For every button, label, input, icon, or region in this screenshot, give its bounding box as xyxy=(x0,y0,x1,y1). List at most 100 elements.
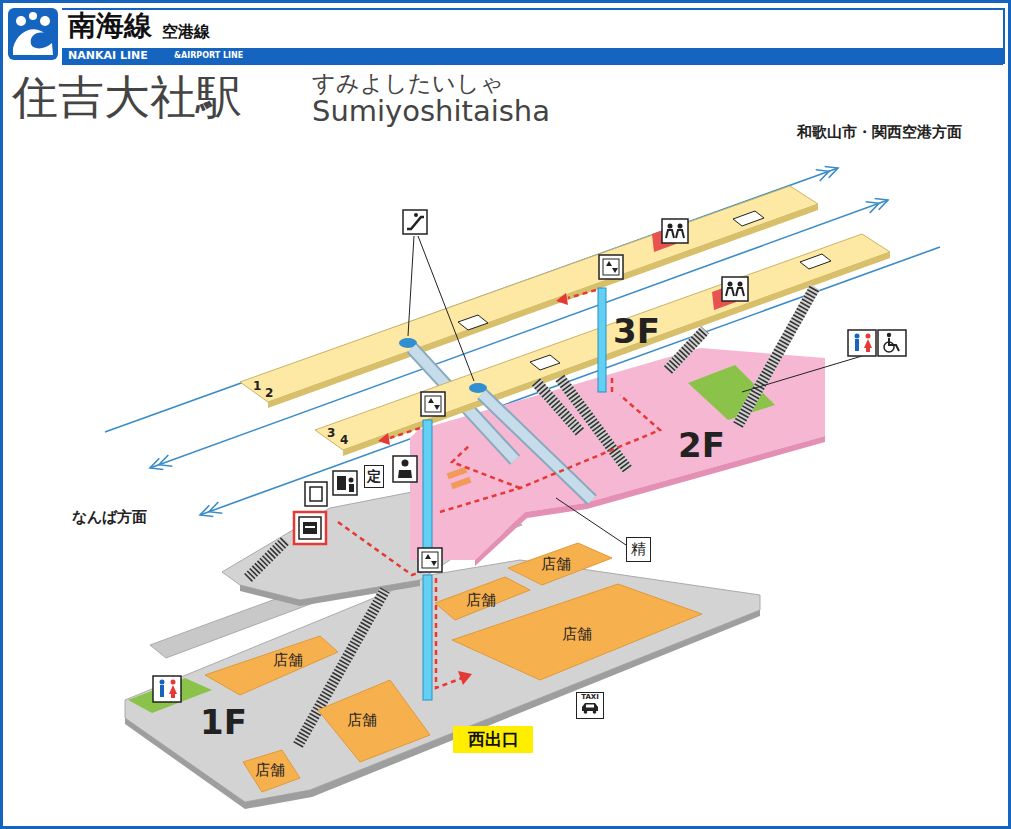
taxi-car xyxy=(593,710,597,714)
route-arrowheads xyxy=(458,671,472,685)
platform-3-4 xyxy=(315,234,890,456)
shop-area: 店舗 xyxy=(243,750,300,792)
escalator-b xyxy=(482,394,592,500)
ground-floor xyxy=(125,560,760,802)
line-banner: 南海線空港線NANKAI LINE&AIRPORT LINE xyxy=(62,8,1005,64)
shop-area: 店舗 xyxy=(452,584,702,680)
toilet-icon xyxy=(866,347,870,352)
service-icons xyxy=(305,482,327,506)
leader-lines xyxy=(418,236,474,381)
logo xyxy=(13,29,53,55)
fare-adjust-label: 精 xyxy=(626,537,651,562)
service-icons xyxy=(349,478,354,483)
track-lines xyxy=(159,455,172,466)
line-subname-en: &AIRPORT LINE xyxy=(174,52,243,61)
track-lines xyxy=(866,202,879,213)
taxi-car xyxy=(580,702,600,714)
elevator-shafts xyxy=(598,288,606,392)
shop-shape xyxy=(318,680,430,762)
service-icons xyxy=(333,471,357,495)
waiting-room-icon xyxy=(722,277,748,301)
concourse-2f xyxy=(451,477,472,489)
shop-label: 店舗 xyxy=(466,592,496,609)
toilet-icon xyxy=(169,685,177,694)
service-icons xyxy=(294,456,417,544)
escalator-icon xyxy=(403,210,427,234)
elevator-icon xyxy=(418,255,623,572)
walking-routes xyxy=(568,290,596,298)
track-lines xyxy=(825,167,838,178)
station-romaji: Sumiyoshitaisha xyxy=(312,95,550,128)
toilet-icon xyxy=(855,334,860,339)
toilet-icon xyxy=(153,330,906,702)
leader-lines xyxy=(408,236,414,336)
stairs xyxy=(248,287,815,745)
toilet-icon xyxy=(864,339,872,348)
toilet-icon xyxy=(171,680,176,685)
leader-lines xyxy=(408,236,862,545)
track-lines xyxy=(875,199,888,210)
shop-shape xyxy=(205,636,338,695)
waiting-room-icon xyxy=(652,219,748,310)
elevator-icon-glyph xyxy=(425,396,441,412)
waiting-room-icon xyxy=(678,224,683,229)
direction-label: なんば方面 xyxy=(72,509,147,526)
service-icons xyxy=(349,484,354,492)
fare-adjust-label-text: 精 xyxy=(631,541,646,558)
line-subname: 空港線 xyxy=(162,23,210,41)
direction-label: 和歌山市・関西空港方面 xyxy=(797,124,962,141)
waiting-room-icon xyxy=(728,282,733,287)
elevator-icon-glyph xyxy=(434,405,440,410)
elevator-icon xyxy=(418,548,442,572)
line-name: 南海線 xyxy=(68,11,152,42)
leader-lines xyxy=(556,498,626,545)
stairs xyxy=(248,287,815,745)
shop-area: 店舗 xyxy=(435,577,530,620)
walking-routes xyxy=(440,395,660,512)
leader-lines xyxy=(742,356,862,392)
track-lines xyxy=(209,502,222,513)
elevator-shafts xyxy=(423,420,432,556)
service-icons xyxy=(305,526,315,528)
platform-3-4 xyxy=(315,234,890,450)
walking-routes xyxy=(390,428,420,438)
shop-label: 店舗 xyxy=(255,762,285,779)
floor-label: 2F xyxy=(678,426,725,465)
elevator-shafts xyxy=(423,575,432,700)
taxi-icon: TAXI xyxy=(576,692,604,719)
elevator-icon-glyph xyxy=(612,268,618,273)
elevator-icon-glyph xyxy=(425,554,431,559)
escalator-icon xyxy=(407,217,424,229)
shop-label: 店舗 xyxy=(541,556,571,573)
pass-icon-text: 定 xyxy=(367,469,381,484)
waiting-room-icon xyxy=(662,219,688,243)
shop-label: 店舗 xyxy=(562,626,592,643)
platform-1-2 xyxy=(458,315,488,330)
elevator-icon-glyph xyxy=(606,261,612,266)
shop-outline xyxy=(205,636,338,695)
stairs xyxy=(738,287,815,425)
escalator-b xyxy=(482,394,592,500)
toilet-icon xyxy=(884,342,894,352)
elevator-icon-glyph xyxy=(422,552,438,568)
stairs xyxy=(248,540,286,578)
elevator-icon-glyph xyxy=(422,259,619,568)
shop-shape xyxy=(508,543,612,585)
taxi-car xyxy=(582,703,598,711)
toilet-icon xyxy=(848,330,876,356)
pass-icon: 定 xyxy=(364,465,384,488)
stairs xyxy=(668,330,705,370)
service-icons xyxy=(402,460,409,467)
concourse-2f xyxy=(447,467,468,479)
toilet-icon xyxy=(153,676,181,702)
track-lines xyxy=(200,505,213,516)
waiting-room-icon xyxy=(738,282,743,287)
elevator-icon-glyph xyxy=(603,259,619,275)
ground-floor xyxy=(125,610,760,809)
exit-sign-text: 西出口 xyxy=(468,730,519,749)
shop-label: 店舗 xyxy=(347,712,377,729)
stairs xyxy=(248,287,815,745)
taxi-car xyxy=(584,710,588,714)
